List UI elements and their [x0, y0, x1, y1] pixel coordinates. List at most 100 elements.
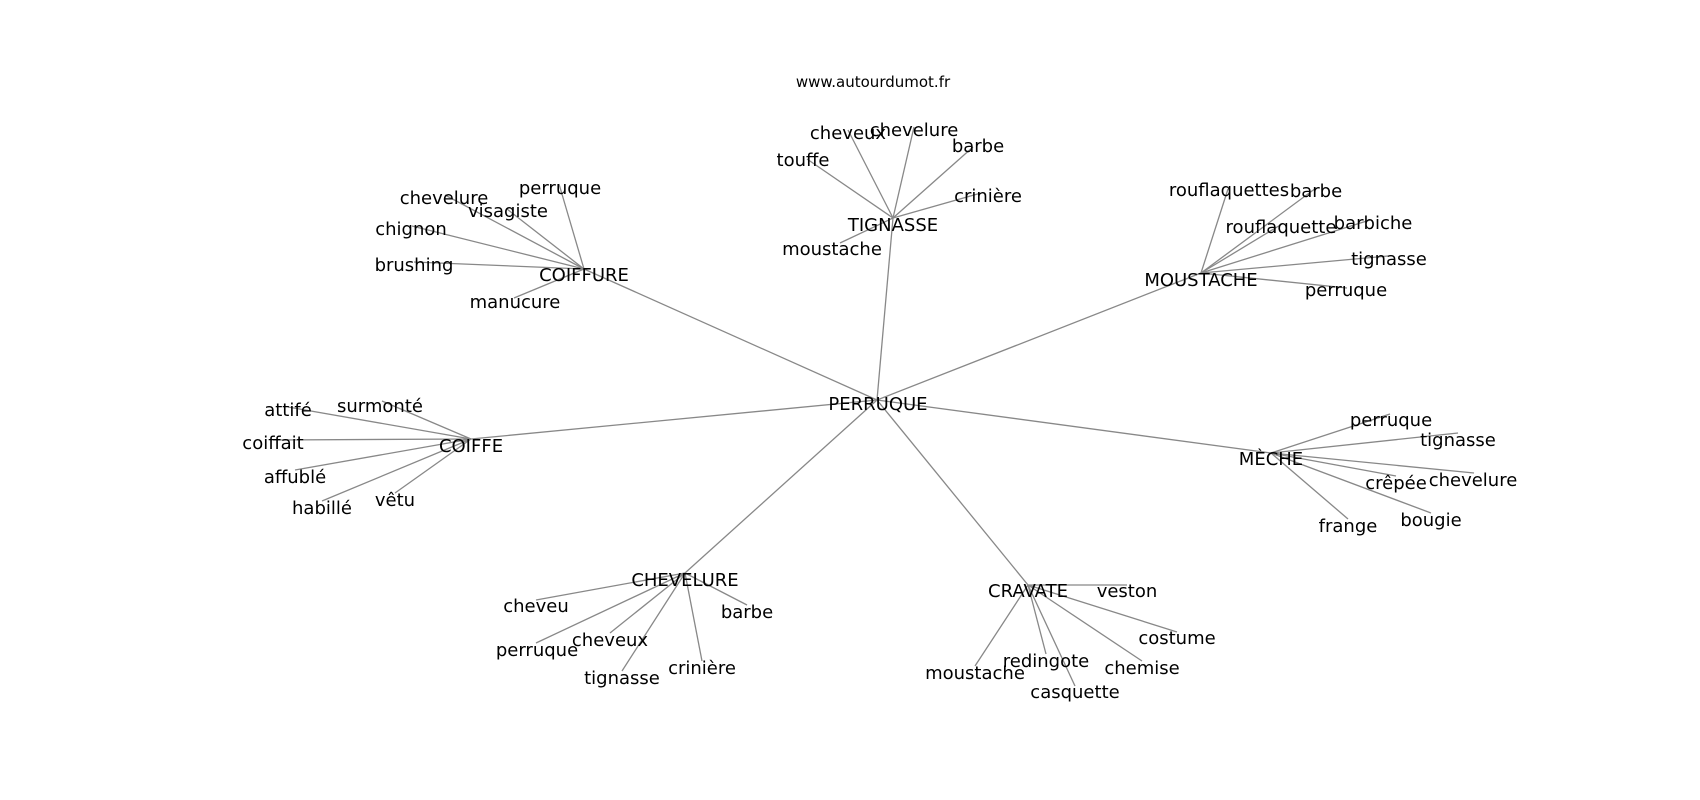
center-edge — [876, 272, 1202, 401]
leaf-word: casquette — [1030, 682, 1119, 703]
leaf-word: habillé — [292, 498, 352, 519]
leaf-edge — [1027, 584, 1178, 633]
leaf-edge — [1270, 452, 1432, 514]
leaf-word: chevelure — [1429, 470, 1518, 491]
leaf-edge — [1027, 584, 1143, 662]
leaf-word: cheveu — [503, 596, 569, 617]
leaf-word: barbe — [1290, 181, 1342, 202]
leaf-edge — [684, 572, 703, 662]
leaf-edge — [444, 194, 585, 270]
leaf-word: vêtu — [375, 490, 415, 511]
leaf-edge — [287, 406, 472, 440]
source-url: www.autourdumot.fr — [796, 73, 951, 91]
leaf-edge — [381, 400, 472, 440]
leaf-word: attifé — [264, 400, 312, 421]
leaf-word: crinière — [954, 186, 1022, 207]
leaf-word: barbe — [952, 136, 1004, 157]
leaf-edge — [558, 183, 585, 270]
center-edge — [470, 399, 878, 440]
leaf-word: rouflaquettes — [1169, 180, 1289, 201]
leaf-edge — [892, 126, 915, 219]
leaf-word: visagiste — [468, 201, 548, 222]
leaf-edge — [1200, 219, 1371, 274]
leaf-word: surmonté — [337, 396, 423, 417]
cluster-word: TIGNASSE — [847, 215, 938, 236]
leaf-edge — [892, 146, 974, 219]
leaf-edge — [513, 268, 585, 299]
leaf-edge — [321, 438, 472, 502]
leaf-edge — [621, 572, 686, 672]
leaf-word: cheveux — [572, 630, 649, 651]
cluster-word: COIFFURE — [539, 265, 629, 286]
leaf-edge — [974, 584, 1029, 667]
leaf-edge — [839, 217, 894, 244]
leaf-word: rouflaquette — [1226, 217, 1337, 238]
leaf-word: costume — [1138, 628, 1215, 649]
leaf-word: crinière — [668, 658, 736, 679]
leaf-word: tignasse — [584, 668, 660, 689]
leaf-edge — [892, 192, 982, 219]
center-word: PERRUQUE — [828, 394, 927, 415]
leaf-word: veston — [1097, 581, 1158, 602]
leaf-word: perruque — [1305, 280, 1387, 301]
leaf-edge — [1270, 452, 1475, 474]
cluster-word: CHEVELURE — [631, 570, 738, 591]
leaf-word: crêpée — [1365, 473, 1427, 494]
leaf-word: tignasse — [1420, 430, 1496, 451]
leaf-word: tignasse — [1351, 249, 1427, 270]
leaf-word: moustache — [782, 239, 882, 260]
leaf-word: touffe — [777, 150, 830, 171]
cluster-word: MÈCHE — [1239, 448, 1303, 470]
center-edge — [876, 217, 894, 401]
leaf-edge — [1200, 223, 1283, 274]
leaf-edge — [1270, 452, 1397, 477]
leaf-word: bougie — [1400, 510, 1461, 531]
center-edge — [876, 399, 1272, 454]
leaf-edge — [1027, 584, 1076, 687]
leaf-word: coiffait — [242, 433, 303, 454]
leaf-word: chignon — [375, 219, 447, 240]
leaf-word: perruque — [496, 640, 578, 661]
leaf-edge — [684, 572, 748, 606]
leaf-edge — [847, 129, 894, 219]
leaf-edge — [1027, 584, 1047, 655]
leaf-edge — [1270, 452, 1349, 520]
leaf-word: chevelure — [870, 120, 959, 141]
cluster-word: MOUSTACHE — [1144, 270, 1257, 291]
leaf-edge — [1270, 432, 1459, 454]
leaf-edge — [1200, 255, 1389, 274]
leaf-word: brushing — [375, 255, 454, 276]
cluster-word: CRAVATE — [988, 581, 1068, 602]
graph-labels: www.autourdumot.fr PERRUQUE cheveuxcheve… — [242, 73, 1517, 703]
cluster-word: COIFFE — [439, 436, 503, 457]
leaf-edge — [1200, 187, 1317, 274]
leaf-word: frange — [1319, 516, 1378, 537]
center-edge — [876, 399, 1029, 586]
leaf-word: manucure — [470, 292, 561, 313]
leaf-edge — [535, 572, 686, 601]
leaf-word: perruque — [519, 178, 601, 199]
leaf-word: chemise — [1104, 658, 1179, 679]
leaf-edge — [413, 261, 585, 270]
graph-edges — [272, 126, 1475, 687]
leaf-edge — [411, 225, 585, 270]
leaf-word: moustache — [925, 663, 1025, 684]
leaf-word: barbe — [721, 602, 773, 623]
leaf-edge — [1270, 413, 1391, 454]
leaf-edge — [272, 438, 472, 441]
leaf-word: redingote — [1003, 651, 1089, 672]
leaf-edge — [1200, 188, 1229, 274]
leaf-word: affublé — [264, 467, 326, 488]
leaf-edge — [394, 438, 472, 494]
leaf-word: cheveux — [810, 123, 887, 144]
leaf-edge — [535, 572, 686, 644]
leaf-edge — [609, 572, 686, 634]
leaf-edge — [506, 208, 585, 270]
center-edge — [583, 268, 878, 401]
center-edge — [684, 399, 878, 574]
leaf-edge — [294, 438, 472, 471]
leaf-word: barbiche — [1334, 213, 1413, 234]
leaf-edge — [806, 158, 894, 219]
leaf-word: perruque — [1350, 410, 1432, 431]
